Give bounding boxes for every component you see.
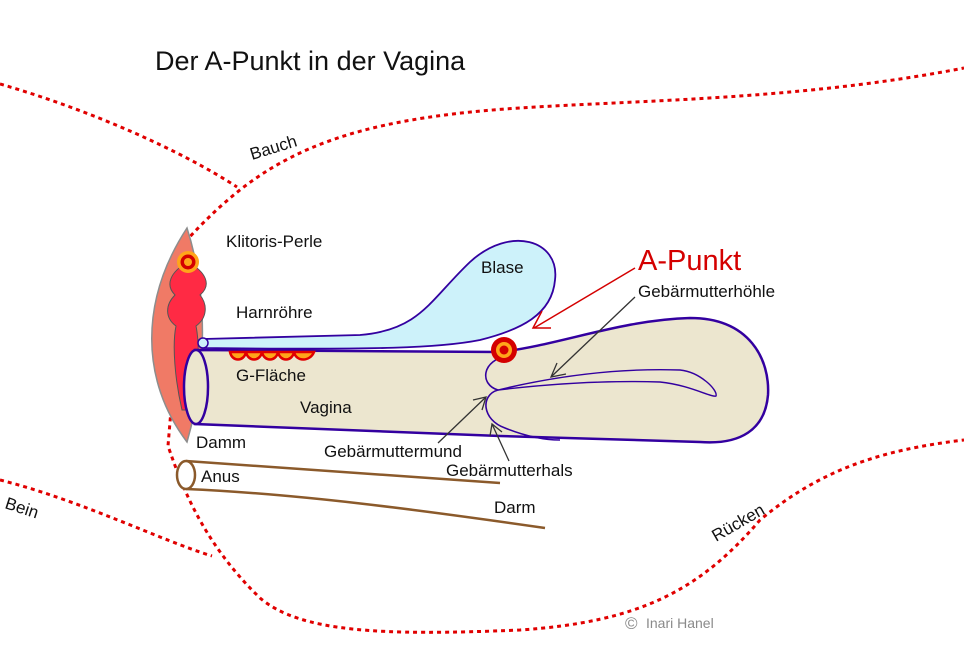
label-blase: Blase xyxy=(481,258,524,277)
body-outline-upper-left xyxy=(0,82,238,189)
gebaermutterhals-arrow xyxy=(489,422,510,462)
label-harnroehre: Harnröhre xyxy=(236,303,313,322)
vagina-uterus xyxy=(182,316,770,444)
clitoris-point xyxy=(177,251,199,273)
copyright-author: Inari Hanel xyxy=(646,615,714,631)
body-outline-front-lower xyxy=(166,241,964,634)
g-spot-bumps xyxy=(228,350,316,361)
label-anus: Anus xyxy=(201,467,240,486)
a-punkt-arrow xyxy=(531,267,636,329)
body-outline-bein xyxy=(0,478,213,558)
label-gebaermuttermund: Gebärmuttermund xyxy=(324,442,462,461)
gebaermuttermund-arrow xyxy=(437,396,487,444)
g-spot-area xyxy=(228,350,316,361)
uterine-cavity xyxy=(497,368,717,397)
bladder-body xyxy=(202,239,557,350)
label-a-punkt: A-Punkt xyxy=(638,245,741,277)
gebaermutterhoehle-arrow xyxy=(549,296,636,378)
urethra-opening xyxy=(197,337,209,349)
vagina-uterus-body xyxy=(193,316,770,444)
copyright-icon: © xyxy=(625,614,638,633)
label-gebaermutterhoehle: Gebärmutterhöhle xyxy=(638,282,775,301)
bowel-lower-wall xyxy=(185,487,546,530)
label-klitoris-perle: Klitoris-Perle xyxy=(226,232,322,251)
diagram-title: Der A-Punkt in der Vagina xyxy=(155,46,466,76)
vagina-opening xyxy=(182,348,210,426)
label-g-flaeche: G-Fläche xyxy=(236,366,306,385)
label-bauch: Bauch xyxy=(248,132,300,164)
bowel xyxy=(175,459,546,530)
bladder xyxy=(197,239,557,350)
label-vagina: Vagina xyxy=(300,398,352,417)
label-damm: Damm xyxy=(196,433,246,452)
a-spot-point xyxy=(491,337,517,363)
label-bein: Bein xyxy=(3,494,41,523)
cervix xyxy=(484,354,561,441)
bowel-upper-wall xyxy=(185,459,501,485)
label-gebaermutterhals: Gebärmutterhals xyxy=(446,461,573,480)
label-darm: Darm xyxy=(494,498,536,517)
body-outline-bauch xyxy=(183,66,964,244)
anus-opening xyxy=(175,459,197,491)
